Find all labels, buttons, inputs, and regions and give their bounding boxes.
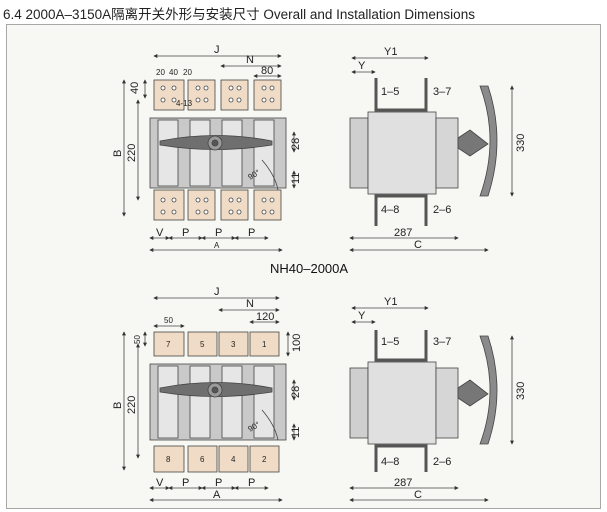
svg-text:7: 7 xyxy=(166,340,171,349)
svg-text:1: 1 xyxy=(262,340,267,349)
svg-text:40: 40 xyxy=(169,68,178,77)
svg-text:4: 4 xyxy=(231,455,236,464)
dim-N: N xyxy=(246,54,254,66)
top-front-labels: J N 80 20 40 20 4-13 40 B 220 28 11 90° … xyxy=(112,44,302,250)
svg-text:287: 287 xyxy=(394,477,412,489)
svg-text:J: J xyxy=(214,286,220,298)
svg-text:V: V xyxy=(156,477,164,489)
svg-text:P: P xyxy=(215,227,222,239)
svg-text:2: 2 xyxy=(262,455,267,464)
terminal-top-2 xyxy=(187,79,216,111)
terminal-top-4 xyxy=(253,79,282,111)
svg-text:220: 220 xyxy=(126,396,138,414)
svg-text:A: A xyxy=(213,489,221,501)
svg-text:2–6: 2–6 xyxy=(433,204,451,216)
terminal-bottom-2 xyxy=(187,189,216,221)
svg-text:220: 220 xyxy=(126,144,138,162)
svg-text:3: 3 xyxy=(231,340,236,349)
svg-text:P: P xyxy=(182,477,189,489)
svg-text:120: 120 xyxy=(256,311,274,323)
svg-text:8: 8 xyxy=(166,455,171,464)
svg-text:3–7: 3–7 xyxy=(433,86,451,98)
bottom-front-labels: J N 120 50 50 100 B 220 28 11 90° 7 5 3 … xyxy=(112,286,303,501)
svg-text:330: 330 xyxy=(515,382,527,400)
svg-text:N: N xyxy=(246,298,254,310)
drawing-panel xyxy=(6,24,601,509)
top-side-view xyxy=(349,56,514,252)
svg-text:100: 100 xyxy=(291,334,303,352)
top-side-labels: Y1 Y 1–5 3–7 4–8 2–6 287 C 330 xyxy=(358,46,527,251)
svg-text:11: 11 xyxy=(290,427,302,438)
svg-text:6: 6 xyxy=(200,455,205,464)
svg-text:40: 40 xyxy=(129,82,141,94)
svg-text:B: B xyxy=(112,150,124,157)
top-front-view xyxy=(122,54,296,252)
svg-text:Y: Y xyxy=(358,60,366,72)
svg-text:4–8: 4–8 xyxy=(381,456,399,468)
svg-text:P: P xyxy=(248,227,255,239)
svg-text:50: 50 xyxy=(164,316,173,325)
svg-text:P: P xyxy=(215,477,222,489)
svg-text:3–7: 3–7 xyxy=(433,336,451,348)
bottom-side-labels: Y1 Y 1–5 3–7 4–8 2–6 287 C 330 xyxy=(358,296,527,501)
svg-text:Y1: Y1 xyxy=(384,296,397,308)
svg-text:Y1: Y1 xyxy=(384,46,397,58)
terminal-bottom-3 xyxy=(220,189,249,221)
svg-text:1–5: 1–5 xyxy=(381,336,399,348)
svg-text:V: V xyxy=(156,227,164,239)
bottom-front-view xyxy=(122,296,296,502)
svg-text:50: 50 xyxy=(133,335,142,344)
page-title: 6.4 2000A–3150A隔离开关外形与安装尺寸 Overall and I… xyxy=(3,7,475,22)
svg-text:20: 20 xyxy=(183,68,192,77)
terminal-top-1 xyxy=(153,79,185,111)
svg-text:C: C xyxy=(414,239,422,251)
model-label: NH40–2000A xyxy=(270,261,348,276)
svg-text:4–8: 4–8 xyxy=(381,204,399,216)
svg-text:Y: Y xyxy=(358,310,366,322)
bottom-side-view xyxy=(349,306,514,502)
dim-80: 80 xyxy=(261,65,273,77)
terminal-bottom-4 xyxy=(253,189,282,221)
svg-text:2–6: 2–6 xyxy=(433,456,451,468)
svg-text:330: 330 xyxy=(515,134,527,152)
svg-text:5: 5 xyxy=(200,340,205,349)
svg-text:1–5: 1–5 xyxy=(381,86,399,98)
svg-text:11: 11 xyxy=(290,173,302,184)
svg-text:B: B xyxy=(112,402,124,409)
svg-text:P: P xyxy=(248,477,255,489)
dim-J: J xyxy=(214,44,220,56)
dim-hole: 4-13 xyxy=(176,99,193,108)
svg-text:28: 28 xyxy=(290,138,302,150)
terminal-bottom-1 xyxy=(153,189,185,221)
svg-text:28: 28 xyxy=(290,386,302,398)
svg-text:C: C xyxy=(414,489,422,501)
svg-text:P: P xyxy=(182,227,189,239)
svg-text:A: A xyxy=(214,241,220,250)
svg-text:20: 20 xyxy=(156,68,165,77)
terminal-top-3 xyxy=(220,79,249,111)
svg-text:287: 287 xyxy=(394,227,412,239)
